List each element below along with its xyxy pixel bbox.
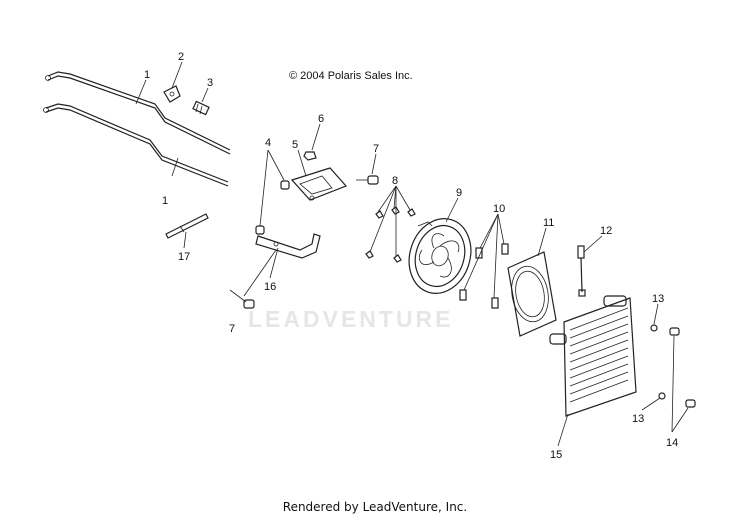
callout-13-upper: 13: [652, 293, 664, 305]
part-15-oil-cooler[interactable]: [549, 295, 637, 417]
part-1-tube-lower[interactable]: [43, 103, 229, 187]
part-4-spacers[interactable]: [255, 180, 290, 235]
part-10-connectors[interactable]: [459, 243, 509, 309]
callout-2: 2: [178, 51, 184, 63]
part-6-nut[interactable]: [303, 151, 317, 161]
callout-labels: 1 1 2 3 4 5 6 7 7 8 9 10 11 12 13 13 14 …: [144, 51, 678, 461]
callout-15: 15: [550, 449, 562, 461]
leader-lines: [135, 61, 689, 447]
part-2-clip[interactable]: [163, 85, 181, 103]
part-5-bracket-plate[interactable]: [290, 167, 348, 201]
part-3-grommet[interactable]: [192, 100, 210, 116]
callout-8: 8: [392, 175, 398, 187]
copyright-notice: © 2004 Polaris Sales Inc.: [289, 70, 413, 82]
footer-credit: Rendered by LeadVenture, Inc.: [282, 500, 468, 514]
callout-17: 17: [178, 251, 190, 263]
callout-9: 9: [456, 187, 462, 199]
callout-5: 5: [292, 139, 298, 151]
callout-12: 12: [600, 225, 612, 237]
callout-16: 16: [264, 281, 276, 293]
callout-6: 6: [318, 113, 324, 125]
callout-3: 3: [207, 77, 213, 89]
callout-13-lower: 13: [632, 413, 644, 425]
callout-11: 11: [543, 217, 554, 229]
part-17-tie-strap[interactable]: [165, 213, 209, 239]
part-13-washers[interactable]: [650, 324, 666, 400]
watermark: LEADVENTURE: [248, 306, 454, 332]
callout-10: 10: [493, 203, 505, 215]
part-12-temp-sensor[interactable]: [577, 245, 586, 297]
part-7-bolt-upper[interactable]: [356, 175, 379, 185]
callout-7-lower: 7: [229, 323, 235, 335]
part-7-bolt-lower[interactable]: [243, 299, 255, 309]
part-8-clips[interactable]: [365, 206, 416, 263]
callout-1-upper: 1: [144, 69, 150, 81]
part-9-cooling-fan[interactable]: [400, 211, 481, 302]
part-16-mount-bracket[interactable]: [255, 233, 321, 259]
part-14-bolts[interactable]: [669, 327, 696, 408]
callout-1-lower: 1: [162, 195, 168, 207]
callout-14: 14: [666, 437, 678, 449]
part-1-tube-upper[interactable]: [45, 71, 231, 155]
part-11-fan-shroud[interactable]: [507, 251, 557, 337]
callout-7-upper: 7: [373, 143, 379, 155]
callout-4: 4: [265, 137, 271, 149]
